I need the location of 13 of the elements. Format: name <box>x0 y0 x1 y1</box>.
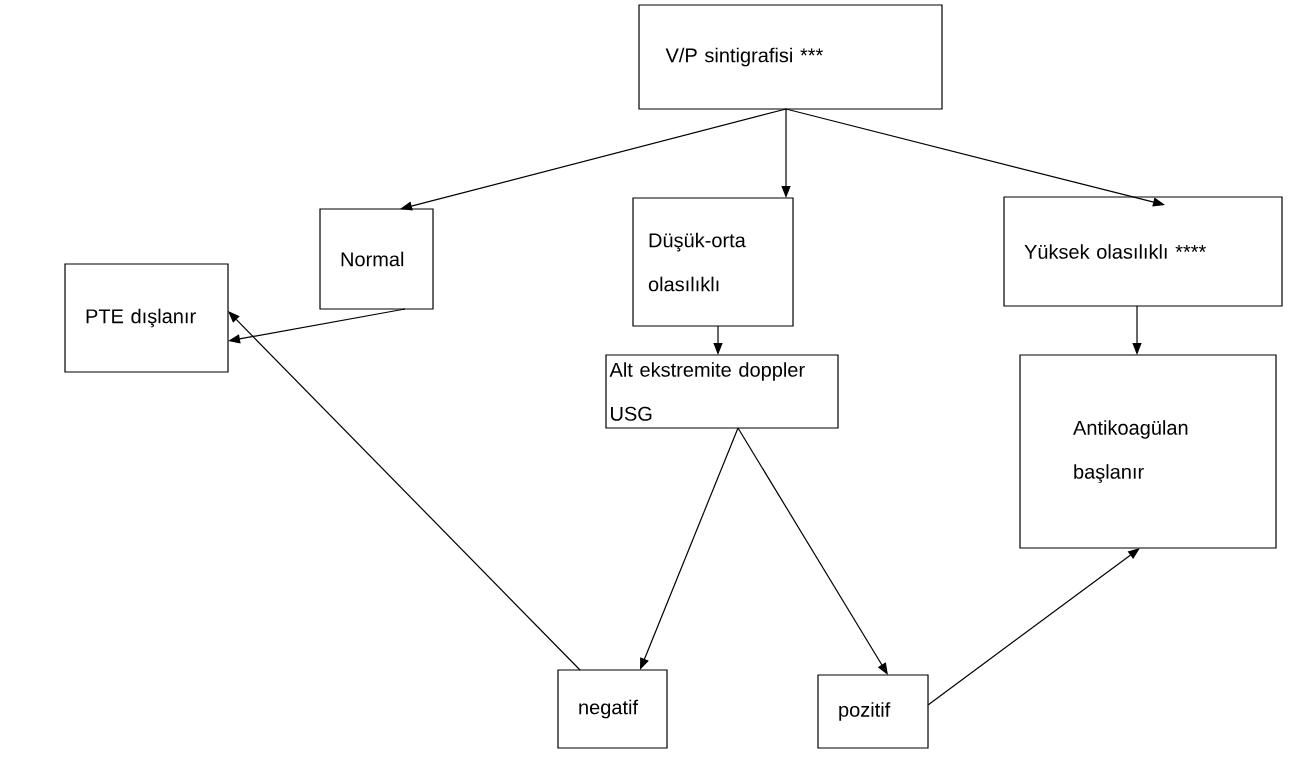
process-box: Antikoagülan başlanır <box>1019 354 1277 549</box>
process-box: PTE dışlanır <box>64 263 229 373</box>
process-box: Yüksek olasılıklı **** <box>1003 196 1283 307</box>
arrow <box>737 427 888 675</box>
arrow <box>228 311 581 671</box>
process-box: Alt ekstremite doppler USG <box>605 354 839 429</box>
process-box: Düşük-orta olasılıklı <box>632 197 794 327</box>
process-box: pozitif <box>817 674 929 749</box>
process-box: V/P sintigrafisi *** <box>638 4 943 110</box>
arrow <box>640 427 739 670</box>
arrow <box>927 548 1140 706</box>
process-box: negatif <box>557 669 668 749</box>
process-box: Normal <box>319 208 434 310</box>
